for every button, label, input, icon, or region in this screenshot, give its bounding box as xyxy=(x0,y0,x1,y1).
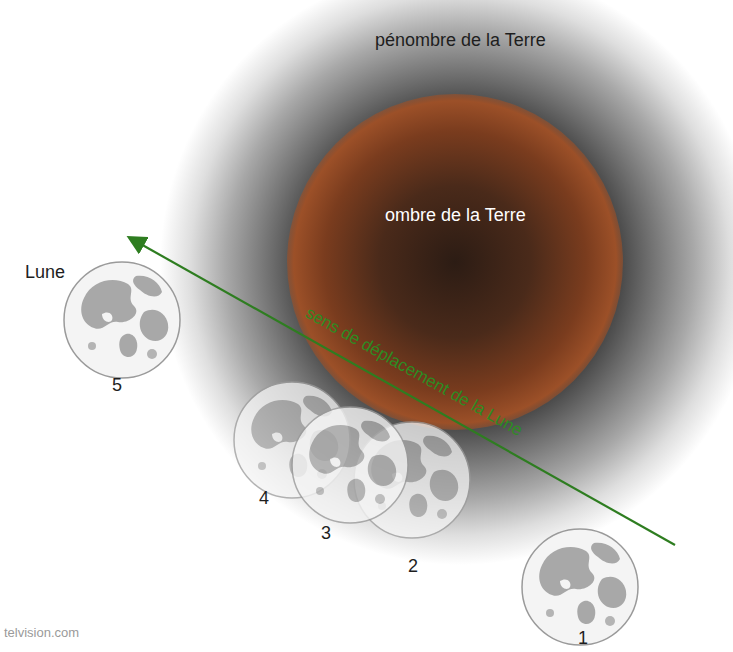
arrow-label: sens de déplacement de la Lune xyxy=(302,303,526,441)
moon xyxy=(522,529,638,645)
moon-label: Lune xyxy=(25,262,65,283)
direction-arrow xyxy=(130,238,675,545)
umbra-circle: ombre de la Terre xyxy=(287,94,623,430)
callout-number: 1 xyxy=(578,628,588,649)
region-label: pénombre de la Terre xyxy=(375,30,546,51)
region-label: ombre de la Terre xyxy=(385,205,526,226)
watermark: telvision.com xyxy=(4,625,79,640)
moon xyxy=(64,262,180,378)
moon xyxy=(292,407,408,523)
callout-number: 5 xyxy=(112,375,122,396)
callout-number: 4 xyxy=(259,488,269,509)
callout-number: 3 xyxy=(321,523,331,544)
callout-number: 2 xyxy=(408,556,418,577)
